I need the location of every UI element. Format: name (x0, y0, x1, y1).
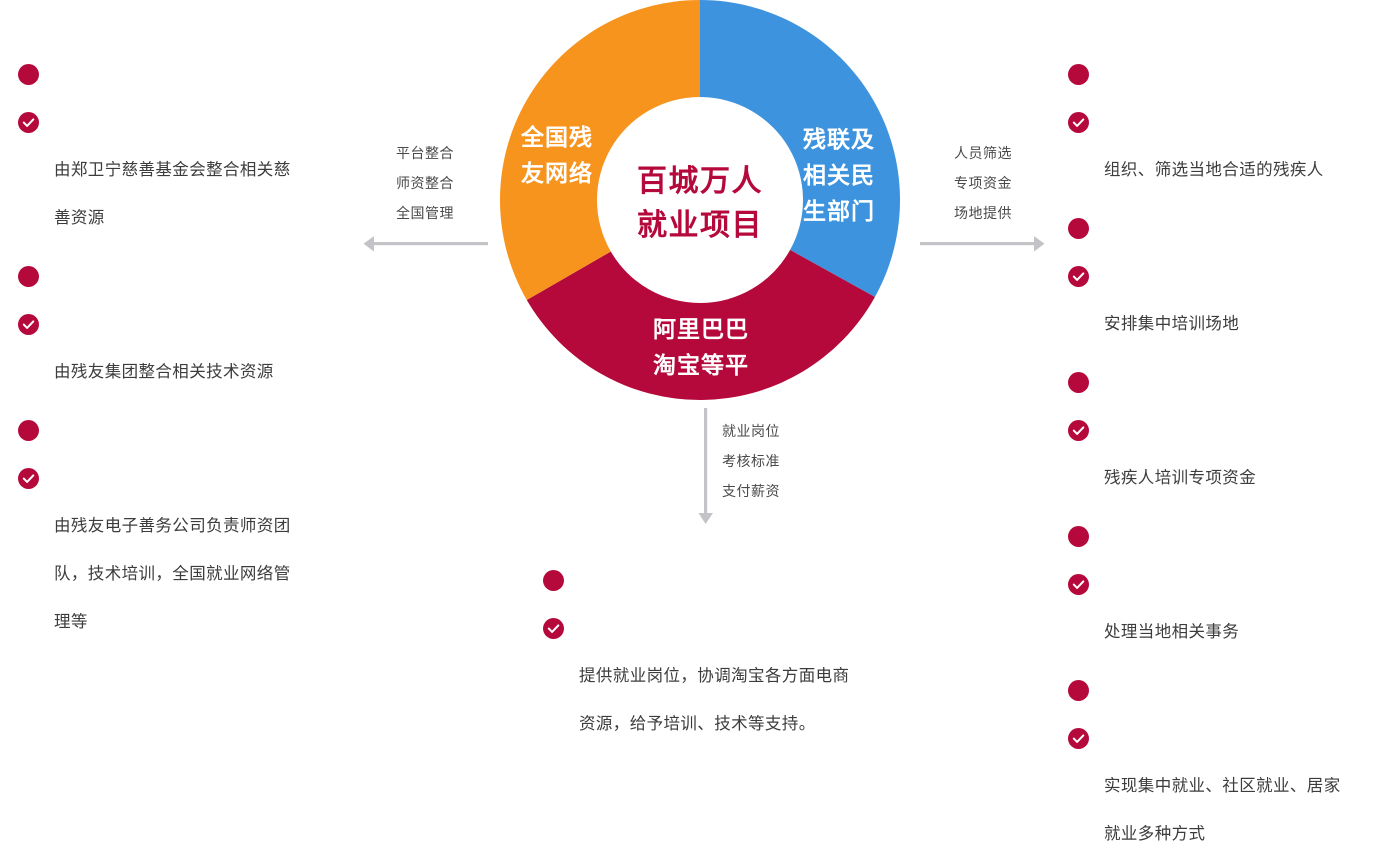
check-circle-icon (1068, 526, 1089, 595)
list-item-text: 由郑卫宁慈善基金会整合相关慈 善资源 (54, 161, 291, 227)
left-arrow-group: 平台整合 师资整合 全国管理 (362, 138, 488, 254)
donut-segment-crimson[interactable] (526, 249, 875, 401)
list-item: 由残友电子善务公司负责师资团 队，技术培训，全国就业网络管 理等 (18, 406, 338, 646)
donut-chart: 全国残 友网络 残联及 相关民 生部门 阿里巴巴 淘宝等平 百城万人 就业项目 (495, 0, 905, 405)
list-item: 实现集中就业、社区就业、居家 就业多种方式 (1068, 666, 1398, 858)
check-circle-icon (18, 420, 39, 489)
list-item: 处理当地相关事务 (1068, 512, 1398, 656)
segment-label-orange-line1: 全国残 (520, 124, 593, 150)
list-item-text: 实现集中就业、社区就业、居家 就业多种方式 (1104, 777, 1341, 843)
list-item: 安排集中培训场地 (1068, 204, 1398, 348)
donut-svg: 全国残 友网络 残联及 相关民 生部门 阿里巴巴 淘宝等平 百城万人 就业项目 (500, 0, 900, 401)
right-arrow-label-2: 专项资金 (954, 175, 1012, 191)
right-arrow-label-1: 人员筛选 (954, 145, 1012, 161)
diagram-canvas: 由郑卫宁慈善基金会整合相关慈 善资源 由残友集团整合相关技术资源 由残友电子善务… (18, 0, 1340, 843)
down-arrow-label-3: 支付薪资 (722, 483, 780, 499)
check-circle-icon (1068, 64, 1089, 133)
down-arrow-group: 就业岗位 考核标准 支付薪资 (680, 408, 820, 528)
arrow-left-icon (363, 236, 488, 252)
donut-segment-orange[interactable] (500, 0, 700, 300)
left-arrow-label-1: 平台整合 (396, 145, 454, 161)
list-item: 由残友集团整合相关技术资源 (18, 252, 338, 396)
center-label-line2: 就业项目 (637, 209, 763, 242)
list-item: 残疾人培训专项资金 (1068, 358, 1398, 502)
segment-label-blue: 残联及 相关民 生部门 (803, 126, 875, 224)
down-arrow-label-2: 考核标准 (722, 453, 780, 469)
segment-label-blue-line2: 相关民 (803, 162, 875, 188)
donut-center-label: 百城万人 就业项目 (637, 165, 763, 242)
down-arrow-label-1: 就业岗位 (722, 423, 780, 439)
left-arrow-label-3: 全国管理 (396, 205, 454, 221)
segment-label-crimson: 阿里巴巴 淘宝等平 (653, 316, 749, 378)
left-arrow-label-2: 师资整合 (396, 175, 454, 191)
right-arrow-label-3: 场地提供 (954, 205, 1012, 221)
segment-label-blue-line1: 残联及 (803, 126, 875, 152)
check-circle-icon (1068, 680, 1089, 749)
segment-label-orange: 全国残 友网络 (520, 124, 593, 186)
list-item-text: 由残友电子善务公司负责师资团 队，技术培训，全国就业网络管 理等 (54, 517, 291, 631)
list-item-text: 处理当地相关事务 (1104, 623, 1240, 641)
list-item-text: 组织、筛选当地合适的残疾人 (1104, 161, 1324, 179)
left-bullet-list: 由郑卫宁慈善基金会整合相关慈 善资源 由残友集团整合相关技术资源 由残友电子善务… (18, 50, 338, 656)
bottom-bullet-list: 提供就业岗位，协调淘宝各方面电商 资源，给予培训、技术等支持。 (543, 556, 943, 748)
list-item-text: 由残友集团整合相关技术资源 (54, 363, 274, 381)
list-item-text: 提供就业岗位，协调淘宝各方面电商 资源，给予培训、技术等支持。 (579, 667, 850, 733)
arrow-right-icon (920, 236, 1045, 252)
segment-label-crimson-line1: 阿里巴巴 (653, 316, 749, 342)
segment-label-orange-line2: 友网络 (521, 160, 593, 186)
list-item: 组织、筛选当地合适的残疾人 (1068, 50, 1398, 194)
center-label-line1: 百城万人 (637, 165, 763, 198)
list-item: 由郑卫宁慈善基金会整合相关慈 善资源 (18, 50, 338, 242)
donut-segments (500, 0, 900, 401)
donut-segment-blue[interactable] (700, 0, 900, 297)
segment-label-blue-line3: 生部门 (803, 198, 875, 224)
right-arrow-group: 人员筛选 专项资金 场地提供 (920, 138, 1046, 254)
check-circle-icon (18, 64, 39, 133)
right-bullet-list: 组织、筛选当地合适的残疾人 安排集中培训场地 残疾人培训专项资金 处理当地相关事… (1068, 50, 1398, 868)
arrow-down-icon (698, 408, 713, 524)
list-item-text: 残疾人培训专项资金 (1104, 469, 1257, 487)
check-circle-icon (1068, 372, 1089, 441)
list-item-text: 安排集中培训场地 (1104, 315, 1240, 333)
down-arrow-labels: 就业岗位 考核标准 支付薪资 (722, 416, 780, 506)
check-circle-icon (543, 570, 564, 639)
segment-label-crimson-line2: 淘宝等平 (653, 352, 749, 378)
check-circle-icon (18, 266, 39, 335)
check-circle-icon (1068, 218, 1089, 287)
list-item: 提供就业岗位，协调淘宝各方面电商 资源，给予培训、技术等支持。 (543, 556, 943, 748)
